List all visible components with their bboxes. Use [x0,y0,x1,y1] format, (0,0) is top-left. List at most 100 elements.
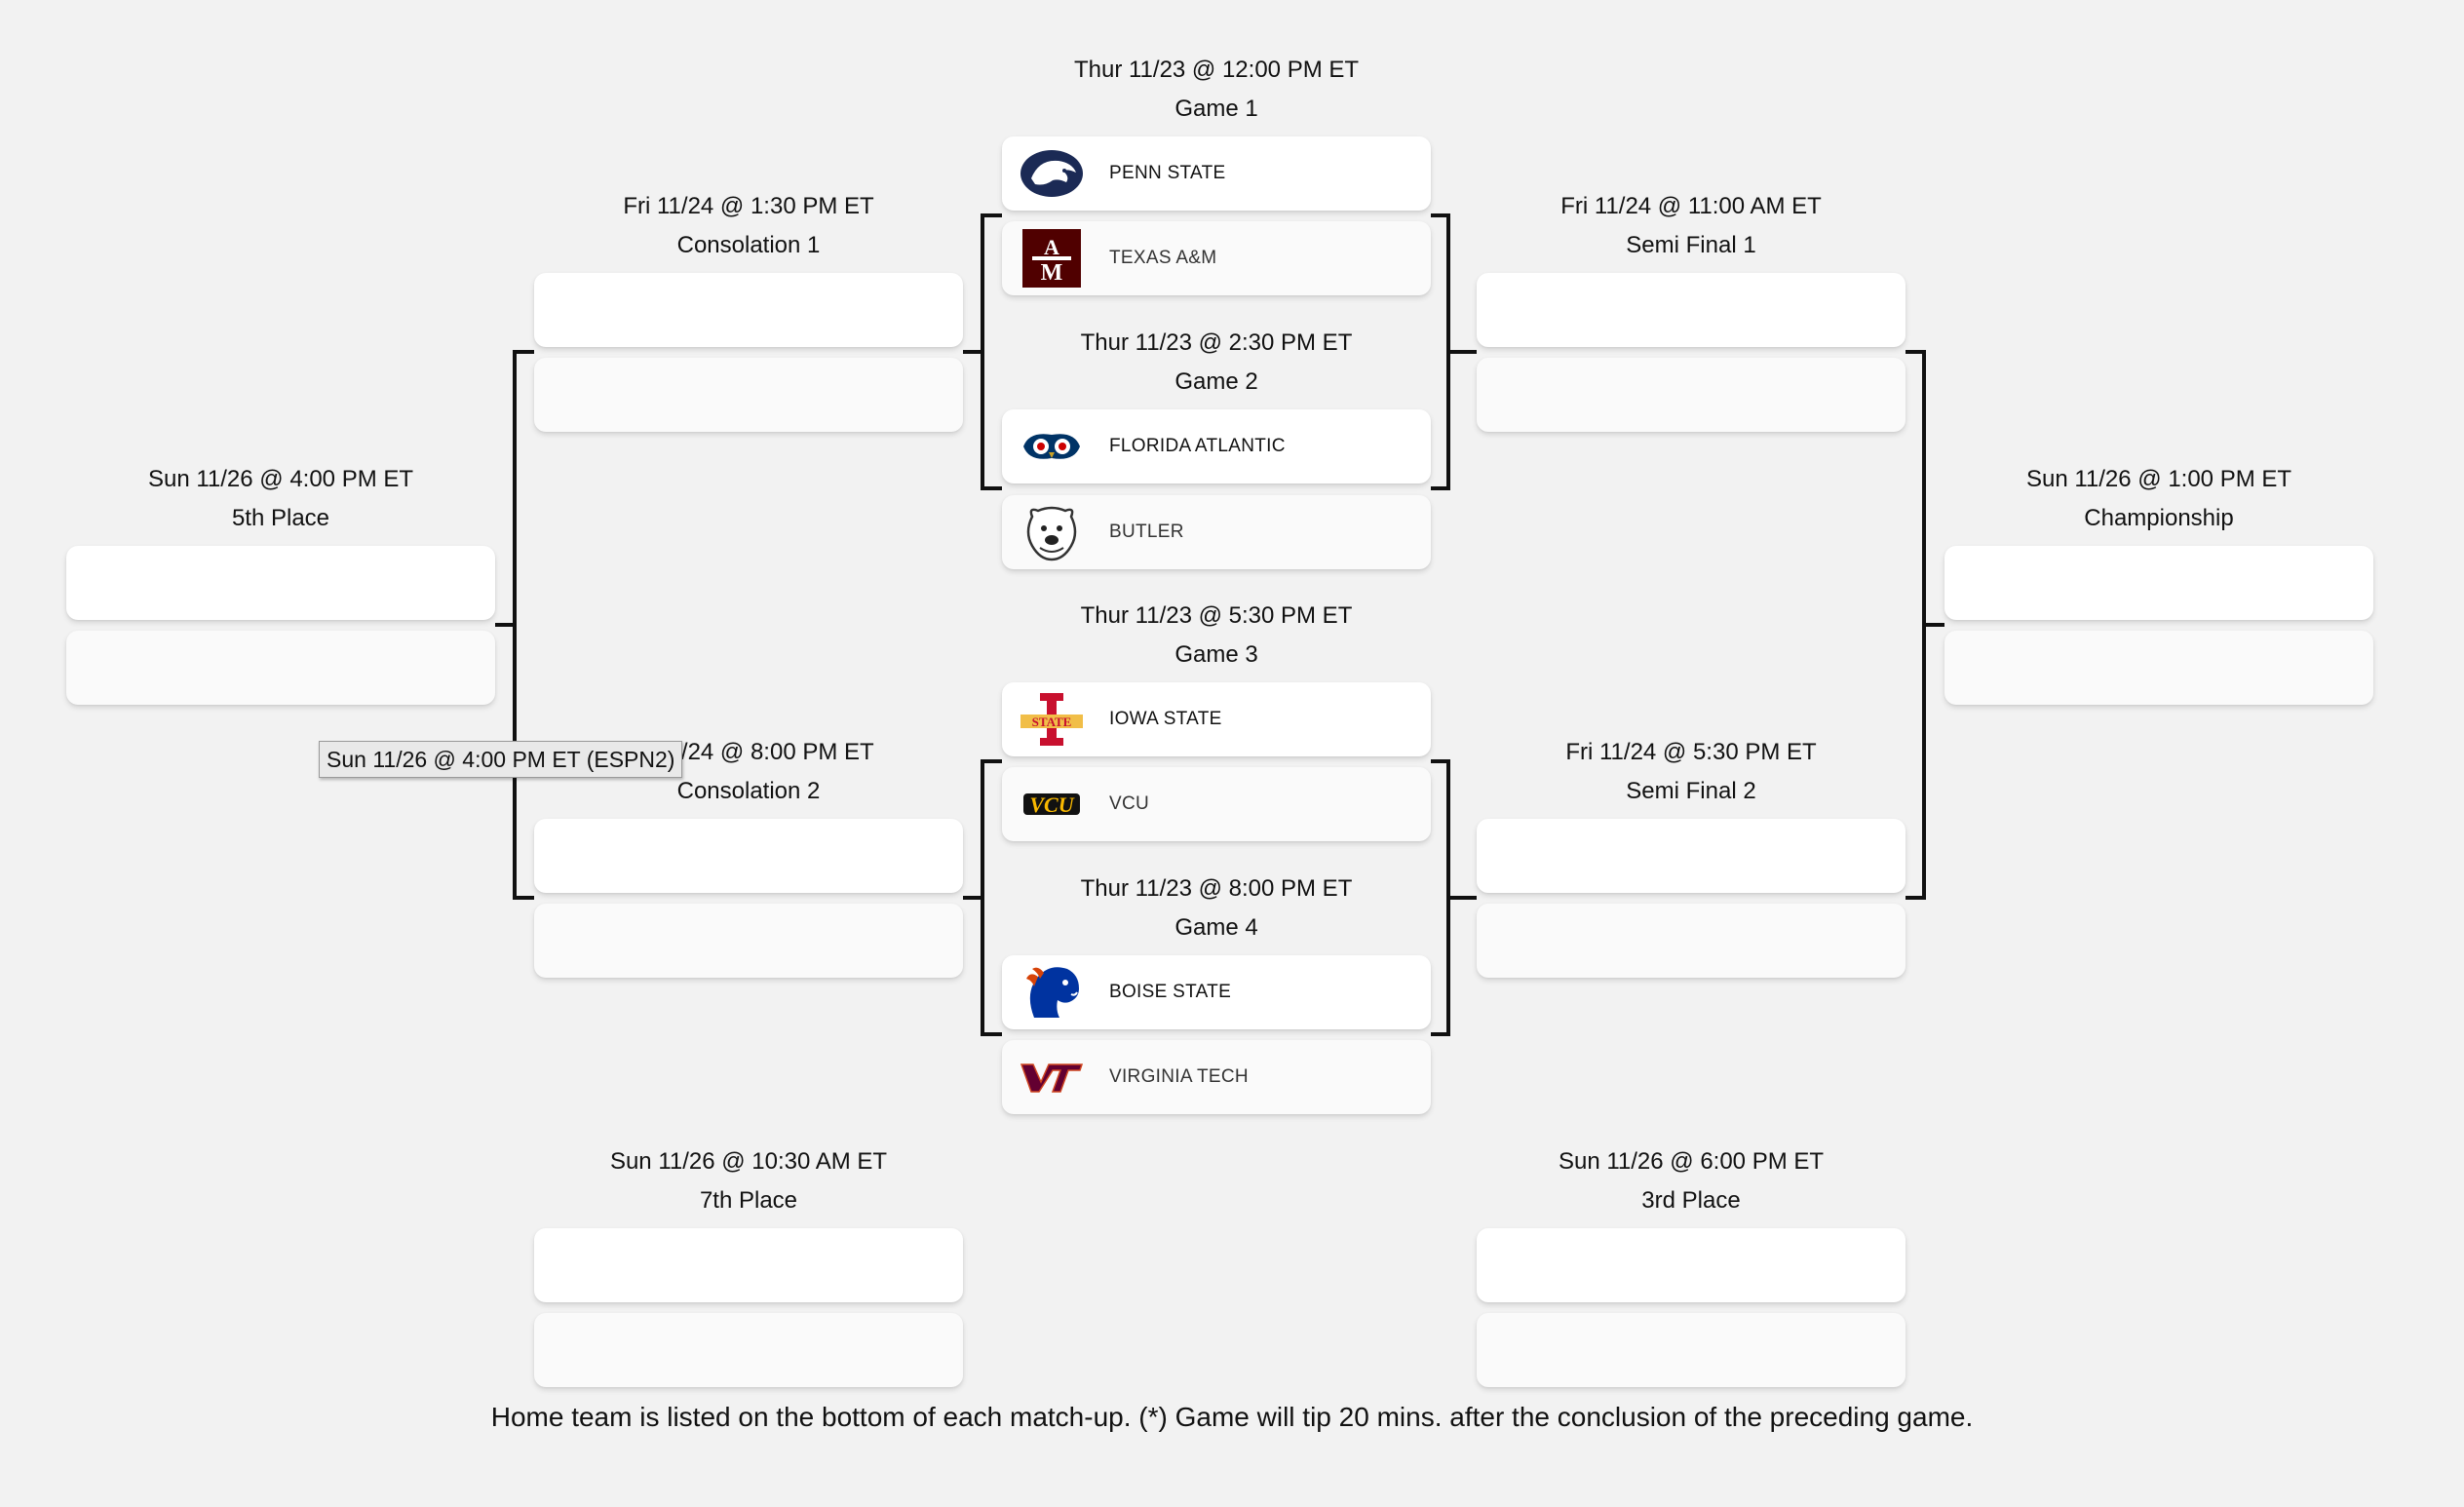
bronco-icon [1018,961,1086,1024]
consolation2-name: Consolation 2 [676,778,821,804]
game-time-tooltip: Sun 11/26 @ 4:00 PM ET (ESPN2) [319,741,683,778]
bracket-line [495,623,515,627]
seventh-place-header: Sun 11/26 @ 10:30 AM ET 7th Place [534,1142,963,1220]
bracket-line [1906,350,1925,354]
bracket-line [513,350,517,900]
game2-top-slot[interactable]: FLORIDA ATLANTIC [1002,409,1431,483]
third-place-bottom-slot[interactable] [1477,1313,1906,1387]
bracket-line [1924,623,1944,627]
game1-header: Thur 11/23 @ 12:00 PM ET Game 1 [1002,51,1431,129]
game1-bottom-team: TEXAS A&M [1109,248,1217,268]
game1-bottom-slot[interactable]: A M TEXAS A&M [1002,221,1431,295]
game1-time: Thur 11/23 @ 12:00 PM ET [1073,57,1360,83]
semifinal2-top-slot[interactable] [1477,819,1906,893]
seventh-place-name: 7th Place [699,1187,798,1214]
semifinal2-name: Semi Final 2 [1626,778,1756,804]
bracket-line [963,896,982,900]
bracket-line [981,1032,1002,1036]
semifinal1-name: Semi Final 1 [1626,232,1756,258]
game2-header: Thur 11/23 @ 2:30 PM ET Game 2 [1002,324,1431,402]
consolation1-name: Consolation 1 [676,232,821,258]
vcu-icon: VCU [1018,773,1086,835]
game2-bottom-team: BUTLER [1109,522,1184,542]
game3-bottom-team: VCU [1109,793,1150,814]
semifinal2-header: Fri 11/24 @ 5:30 PM ET Semi Final 2 [1477,733,1906,811]
bracket-line [981,213,1002,217]
consolation2-bottom-slot[interactable] [534,904,963,978]
fifth-place-top-slot[interactable] [66,546,495,620]
fifth-place-time: Sun 11/26 @ 4:00 PM ET [147,466,414,492]
bracket-line [981,759,984,1036]
game3-top-slot[interactable]: STATE IOWA STATE [1002,682,1431,756]
bracket-line [1448,350,1477,354]
svg-text:M: M [1041,260,1063,286]
atm-icon: A M [1018,227,1086,290]
seventh-place-time: Sun 11/26 @ 10:30 AM ET [609,1148,888,1175]
iowa-state-icon: STATE [1018,688,1086,751]
bracket-line [981,486,1002,490]
game4-header: Thur 11/23 @ 8:00 PM ET Game 4 [1002,869,1431,947]
consolation1-header: Fri 11/24 @ 1:30 PM ET Consolation 1 [534,187,963,265]
game4-bottom-slot[interactable]: VIRGINIA TECH [1002,1040,1431,1114]
game3-bottom-slot[interactable]: VCU VCU [1002,767,1431,841]
game4-time: Thur 11/23 @ 8:00 PM ET [1080,875,1353,902]
bracket-line [981,213,984,490]
game4-bottom-team: VIRGINIA TECH [1109,1066,1249,1087]
game2-bottom-slot[interactable]: BUTLER [1002,495,1431,569]
championship-header: Sun 11/26 @ 1:00 PM ET Championship [1944,460,2373,538]
game4-top-team: BOISE STATE [1109,982,1232,1002]
nittany-lion-icon [1018,142,1086,205]
third-place-name: 3rd Place [1641,1187,1741,1214]
svg-text:STATE: STATE [1032,715,1072,729]
consolation1-top-slot[interactable] [534,273,963,347]
fifth-place-name: 5th Place [231,505,330,531]
bracket-line [963,350,982,354]
bracket-line [1431,1032,1450,1036]
game1-top-team: PENN STATE [1109,163,1226,183]
footer-note: Home team is listed on the bottom of eac… [490,1402,1974,1432]
game3-name: Game 3 [1174,641,1258,668]
game3-time: Thur 11/23 @ 5:30 PM ET [1080,602,1353,629]
semifinal1-header: Fri 11/24 @ 11:00 AM ET Semi Final 1 [1477,187,1906,265]
consolation2-top-slot[interactable] [534,819,963,893]
game3-top-team: IOWA STATE [1109,709,1222,729]
third-place-top-slot[interactable] [1477,1228,1906,1302]
game3-header: Thur 11/23 @ 5:30 PM ET Game 3 [1002,597,1431,675]
bracket-line [513,350,534,354]
bracket-line [1431,213,1450,217]
championship-top-slot[interactable] [1944,546,2373,620]
game4-top-slot[interactable]: BOISE STATE [1002,955,1431,1029]
third-place-time: Sun 11/26 @ 6:00 PM ET [1558,1148,1825,1175]
semifinal1-top-slot[interactable] [1477,273,1906,347]
championship-bottom-slot[interactable] [1944,631,2373,705]
consolation1-bottom-slot[interactable] [534,358,963,432]
semifinal2-time: Fri 11/24 @ 5:30 PM ET [1565,739,1817,765]
semifinal1-time: Fri 11/24 @ 11:00 AM ET [1560,193,1822,219]
game1-top-slot[interactable]: PENN STATE [1002,136,1431,211]
third-place-header: Sun 11/26 @ 6:00 PM ET 3rd Place [1477,1142,1906,1220]
seventh-place-top-slot[interactable] [534,1228,963,1302]
svg-text:A: A [1044,235,1059,259]
game1-name: Game 1 [1174,96,1258,122]
bracket-line [1906,896,1925,900]
seventh-place-bottom-slot[interactable] [534,1313,963,1387]
bracket-line [981,759,1002,763]
bracket-line [1448,896,1477,900]
game2-time: Thur 11/23 @ 2:30 PM ET [1080,329,1353,356]
bracket-line [1431,759,1450,763]
bracket-line [1431,486,1450,490]
game2-top-team: FLORIDA ATLANTIC [1109,436,1286,456]
championship-name: Championship [2084,505,2234,531]
svg-text:VCU: VCU [1029,792,1074,817]
semifinal2-bottom-slot[interactable] [1477,904,1906,978]
fifth-place-header: Sun 11/26 @ 4:00 PM ET 5th Place [66,460,495,538]
game4-name: Game 4 [1174,914,1258,941]
bracket-line [513,896,534,900]
fifth-place-bottom-slot[interactable] [66,631,495,705]
consolation1-time: Fri 11/24 @ 1:30 PM ET [623,193,874,219]
championship-time: Sun 11/26 @ 1:00 PM ET [2025,466,2292,492]
owl-icon [1018,415,1086,478]
bulldog-icon [1018,501,1086,563]
semifinal1-bottom-slot[interactable] [1477,358,1906,432]
game2-name: Game 2 [1174,368,1258,395]
